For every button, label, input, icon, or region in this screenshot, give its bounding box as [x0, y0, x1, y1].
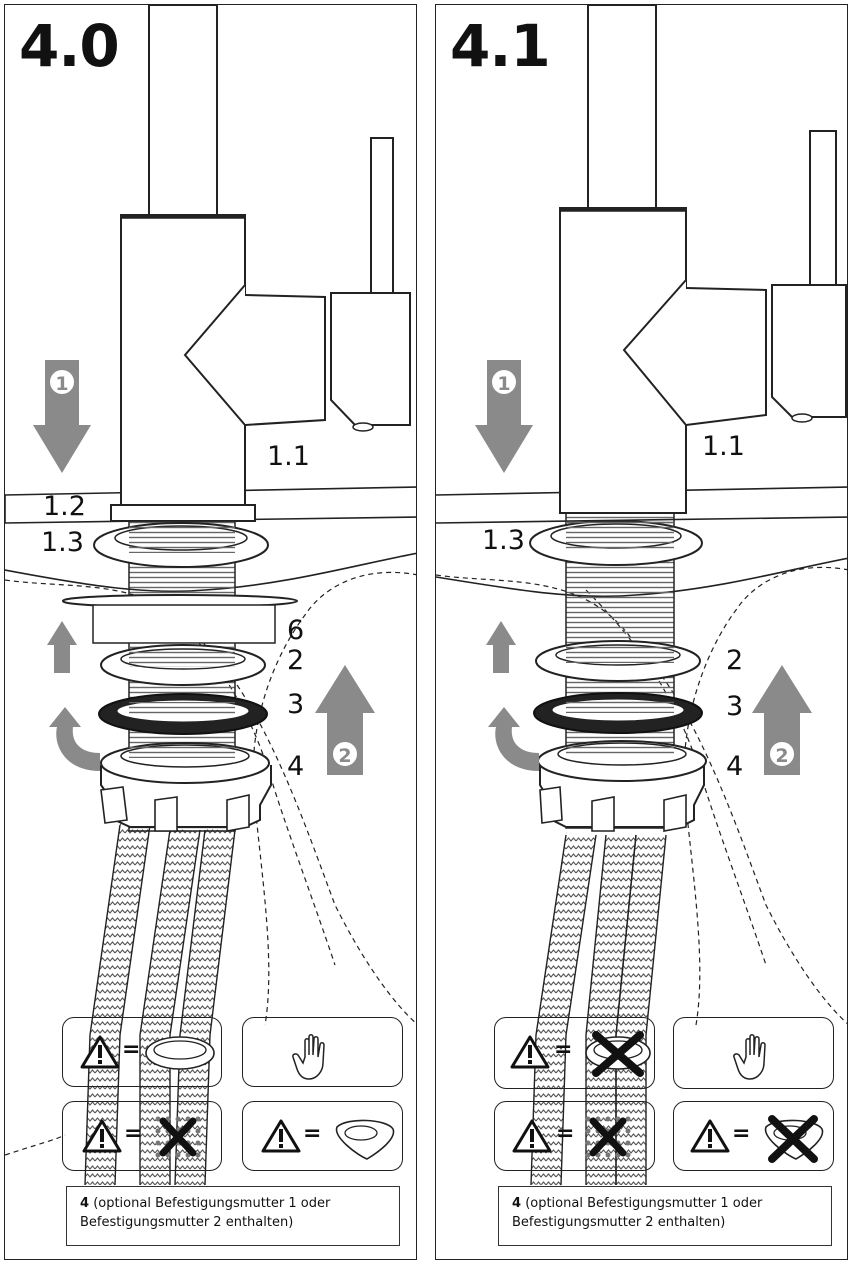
up-arrow-step-2: [752, 665, 812, 775]
rotate-arrow: [49, 707, 100, 771]
down-arrow-step-1: 1: [475, 360, 533, 473]
step-one-marker: 1: [497, 373, 510, 395]
step-number: 4.1: [450, 12, 551, 80]
icon-box-triangle: [673, 1101, 834, 1171]
label-2: 2: [287, 645, 305, 676]
label-1-1: 1.1: [702, 431, 745, 462]
icon-box-hand: [673, 1017, 834, 1089]
label-6: 6: [287, 615, 305, 646]
hand-icon: [292, 1034, 325, 1080]
warning-no-triangle-gasket-icon: [690, 1115, 824, 1163]
label-1-3: 1.3: [482, 525, 525, 556]
note-ref: 4: [512, 1196, 522, 1211]
faucet-diagram: 1 2: [5, 5, 416, 1186]
small-up-arrow: [47, 621, 77, 673]
warning-equals-gasket-icon: [80, 1035, 215, 1070]
warning-no-gasket-icon: [510, 1031, 651, 1077]
note-ref: 4: [80, 1196, 90, 1211]
small-up-arrow: [486, 621, 516, 673]
icon-box-triangle: [242, 1101, 403, 1171]
equals-sign: =: [732, 1121, 751, 1146]
icon-box-gasket: [62, 1017, 222, 1087]
optional-nut-note: 4 (optional Befestigungsmutter 1 oder Be…: [498, 1186, 832, 1246]
equals-sign: =: [124, 1121, 143, 1146]
label-1-3: 1.3: [41, 527, 84, 558]
label-2: 2: [726, 645, 744, 676]
up-arrow-step-2: [315, 665, 375, 775]
label-4: 4: [287, 751, 305, 782]
warning-triangle-gasket-icon: [261, 1119, 395, 1160]
equals-sign: =: [303, 1121, 322, 1146]
warning-no-water-icon: [512, 1116, 631, 1158]
label-4: 4: [726, 751, 744, 782]
label-1-2: 1.2: [43, 491, 86, 522]
equals-sign: =: [122, 1037, 141, 1062]
step-one-marker: 1: [55, 373, 68, 395]
hand-icon: [733, 1034, 766, 1080]
icon-box-hand: [242, 1017, 403, 1087]
step-two-marker: 2: [775, 745, 788, 767]
label-1-1: 1.1: [267, 441, 310, 472]
note-line-2: Befestigungsmutter 2 enthalten): [512, 1215, 726, 1230]
step-number: 4.0: [19, 12, 120, 80]
icon-box-gasket: [494, 1017, 655, 1089]
step-panel-4-1: 1 2: [435, 4, 848, 1260]
equals-sign: =: [554, 1037, 573, 1062]
icon-box-water: [62, 1101, 222, 1171]
note-line-1: (optional Befestigungsmutter 1 oder: [525, 1196, 763, 1211]
step-panel-4-0: 1 2: [4, 4, 417, 1260]
icon-box-water: [494, 1101, 655, 1171]
faucet-diagram: 1 2: [436, 5, 847, 1186]
warning-no-water-icon: [82, 1116, 201, 1158]
down-arrow-step-1: 1: [33, 360, 91, 473]
optional-nut-note: 4 (optional Befestigungsmutter 1 oder Be…: [66, 1186, 400, 1246]
step-two-marker: 2: [338, 745, 351, 767]
equals-sign: =: [556, 1121, 575, 1146]
rotate-arrow: [488, 707, 539, 771]
label-3: 3: [726, 691, 744, 722]
note-line-1: (optional Befestigungsmutter 1 oder: [93, 1196, 331, 1211]
label-3: 3: [287, 689, 305, 720]
note-line-2: Befestigungsmutter 2 enthalten): [80, 1215, 294, 1230]
